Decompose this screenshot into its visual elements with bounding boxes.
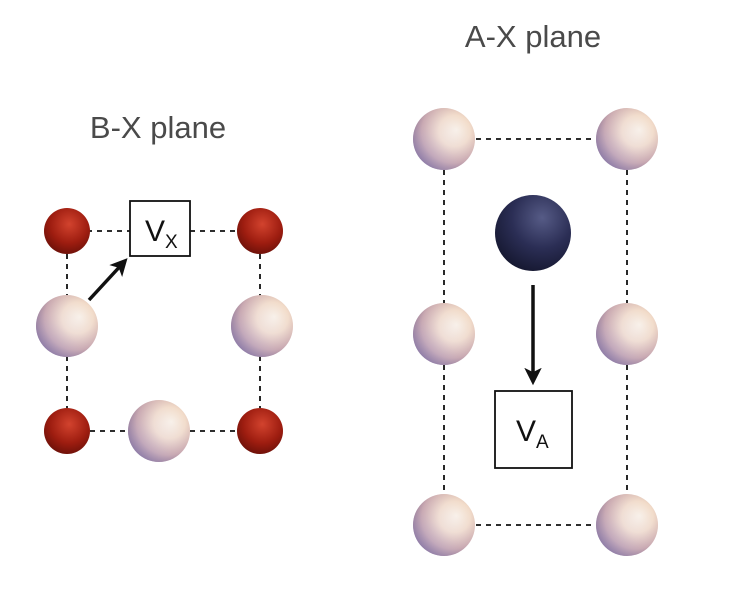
bx-bond-lines [66, 230, 261, 432]
bx-migration-arrow [87, 258, 128, 302]
vx-vacancy-box: V X [129, 200, 191, 257]
va-vacancy-box: V A [494, 390, 573, 469]
ax-bond-lines [443, 138, 628, 526]
ax-x-atoms [413, 108, 658, 556]
ax-plane-title: A-X plane [465, 19, 601, 54]
va-label-main: V [516, 415, 536, 448]
x-atom-ax-bottom-right [596, 494, 658, 556]
b-atom-bottom-right [237, 408, 283, 454]
b-atom-bottom-left [44, 408, 90, 454]
vx-label-main: V [145, 215, 165, 248]
ax-plane-panel: A-X plane [413, 19, 658, 556]
bx-b-atoms [44, 208, 283, 454]
x-atom-left-middle [36, 295, 98, 357]
bx-x-atoms [36, 295, 293, 462]
b-atom-top-left [44, 208, 90, 254]
x-atom-bottom-middle [128, 400, 190, 462]
b-atom-top-right [237, 208, 283, 254]
bx-plane-panel: B-X plane [36, 110, 293, 462]
va-label-sub: A [536, 432, 549, 453]
a-atom-center [495, 195, 571, 271]
x-atom-ax-middle-right [596, 303, 658, 365]
x-atom-ax-middle-left [413, 303, 475, 365]
vx-label-sub: X [165, 232, 178, 253]
x-atom-ax-top-left [413, 108, 475, 170]
bx-plane-title: B-X plane [90, 110, 226, 145]
x-atom-ax-bottom-left [413, 494, 475, 556]
x-atom-ax-top-right [596, 108, 658, 170]
x-atom-right-middle [231, 295, 293, 357]
